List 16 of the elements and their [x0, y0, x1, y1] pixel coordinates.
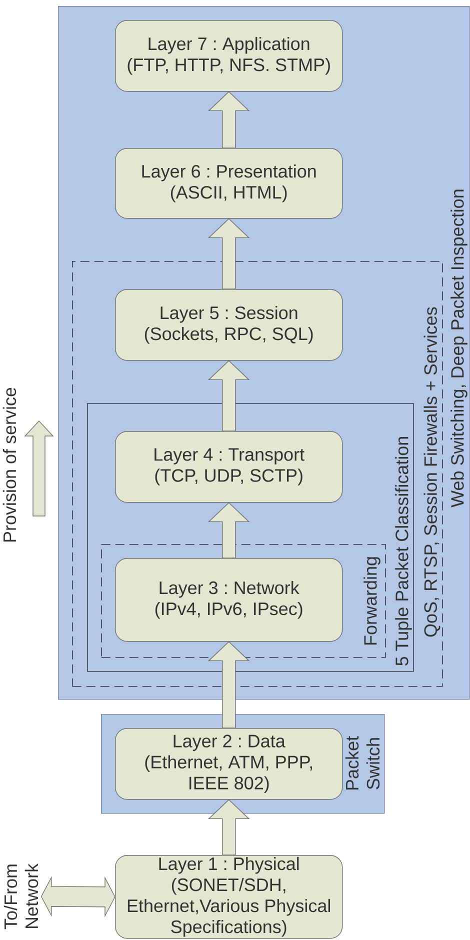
block-arrow: [208, 91, 250, 148]
layer-box: Layer 1 : Physical (SONET/SDH, Ethernet,Various Physical Specifications): [115, 855, 343, 939]
double-arrow: [40, 876, 116, 918]
block-arrow: [208, 641, 250, 728]
layer-box: Layer 3 : Network (IPv4, IPv6, IPsec): [115, 558, 343, 642]
layer-box: Layer 6 : Presentation (ASCII, HTML): [115, 148, 343, 219]
block-arrow: [208, 502, 250, 558]
layer-box: Layer 7 : Application (FTP, HTTP, NFS. STMP): [115, 20, 343, 92]
layer-box: Layer 2 : Data (Ethernet, ATM, PPP, IEEE 802): [115, 728, 343, 800]
layer-box: Layer 4 : Transport (TCP, UDP, SCTP): [115, 431, 343, 503]
block-arrow: [208, 360, 250, 432]
text-label: To/From Network: [4, 863, 38, 930]
block-arrow: [208, 799, 250, 856]
layer-box: Layer 5 : Session (Sockets, RPC, SQL): [115, 289, 343, 361]
block-arrow: [208, 218, 250, 290]
side-label: Provision of service: [2, 388, 16, 542]
